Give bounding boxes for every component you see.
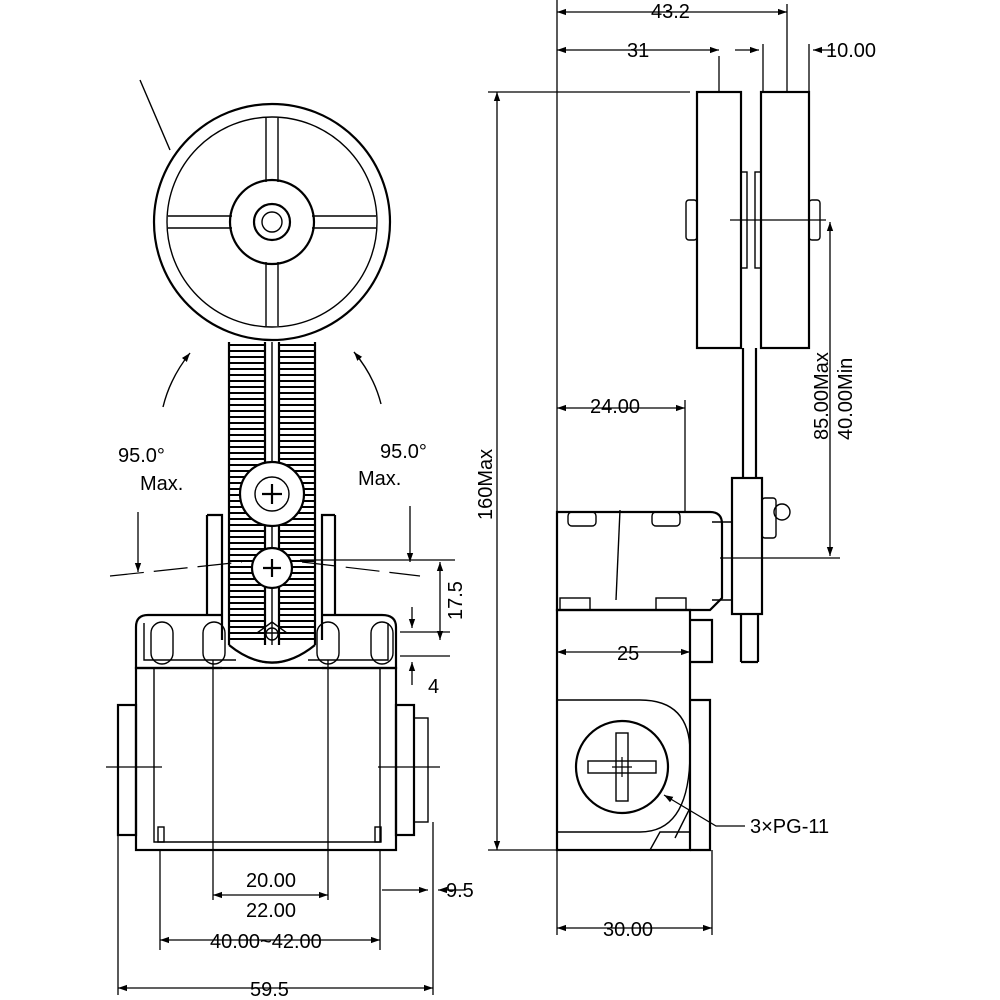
switch-body	[106, 666, 440, 852]
conduit-entry-right	[394, 703, 416, 837]
front-dimensions	[117, 562, 465, 995]
label-flange: 9.5	[446, 880, 474, 902]
mount-slot-1	[150, 621, 174, 665]
label-hole-pitch-a: 20.00	[246, 870, 296, 892]
label-angle-right-value: 95.0°	[380, 441, 427, 463]
mount-slot-2	[202, 621, 226, 665]
label-wheel-width: 10.00	[826, 40, 876, 62]
dimension-labels: 95.0° Max. 95.0° Max. 17.5 4 20.00 22.00…	[118, 1, 876, 1000]
label-wheel-offset: 31	[627, 40, 649, 62]
mount-slot-4	[370, 621, 394, 665]
head-housing	[205, 513, 337, 641]
label-angle-left-value: 95.0°	[118, 445, 165, 467]
rotation-arrow-left	[162, 352, 191, 408]
label-total-height: 160Max	[475, 449, 497, 520]
label-conduit: 3×PG-11	[750, 816, 829, 838]
label-angle-right-note: Max.	[358, 468, 401, 490]
label-pivot-height: 17.5	[445, 581, 467, 620]
clamp-screw-icon	[238, 460, 306, 528]
label-head-depth: 24.00	[590, 396, 640, 418]
side-body	[555, 608, 714, 852]
label-slot: 4	[428, 676, 439, 698]
label-body-width: 30.00	[603, 919, 653, 941]
side-dimensions	[488, 0, 835, 935]
conduit-entry-left	[116, 703, 138, 837]
label-width-top: 43.2	[651, 1, 690, 23]
label-overall-width: 59.5	[250, 979, 289, 1000]
rotation-arrow-right	[353, 351, 382, 405]
label-mount-pitch: 40.00~42.00	[210, 931, 322, 953]
label-angle-left-note: Max.	[140, 473, 183, 495]
label-hole-pitch-b: 22.00	[246, 900, 296, 922]
angle-reference-lines	[109, 506, 455, 577]
label-arm-length-min: 40.00Min	[835, 358, 857, 440]
label-body-depth: 25	[617, 643, 639, 665]
roller-wheel	[139, 79, 392, 342]
label-arm-length-max: 85.00Max	[811, 352, 833, 440]
mount-slot-3	[316, 621, 340, 665]
conduit-screw-icon	[574, 719, 670, 815]
side-view	[555, 90, 840, 852]
side-lever-rod	[720, 348, 840, 664]
front-view	[106, 79, 455, 852]
side-head	[555, 509, 732, 612]
side-roller-wheels	[685, 90, 826, 350]
